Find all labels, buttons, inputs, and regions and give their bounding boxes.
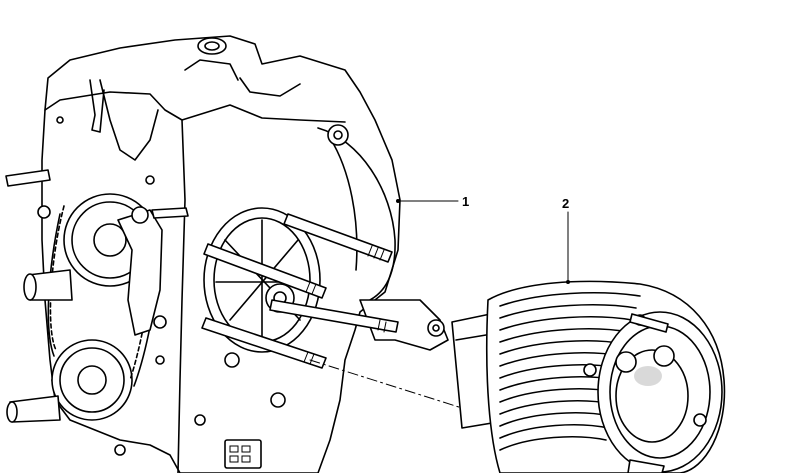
callout-2: 2 <box>562 196 570 284</box>
callout-1-label: 1 <box>462 194 469 209</box>
callout-2-label: 2 <box>562 196 569 211</box>
type-plate <box>224 439 262 469</box>
cylinder-bore-opening <box>203 207 321 353</box>
callout-1: 1 <box>396 194 469 209</box>
timing-chain-assembly <box>6 193 167 456</box>
cylinder <box>451 280 726 473</box>
cylinder-studs <box>5 169 399 369</box>
assembly-centerline <box>309 359 463 409</box>
